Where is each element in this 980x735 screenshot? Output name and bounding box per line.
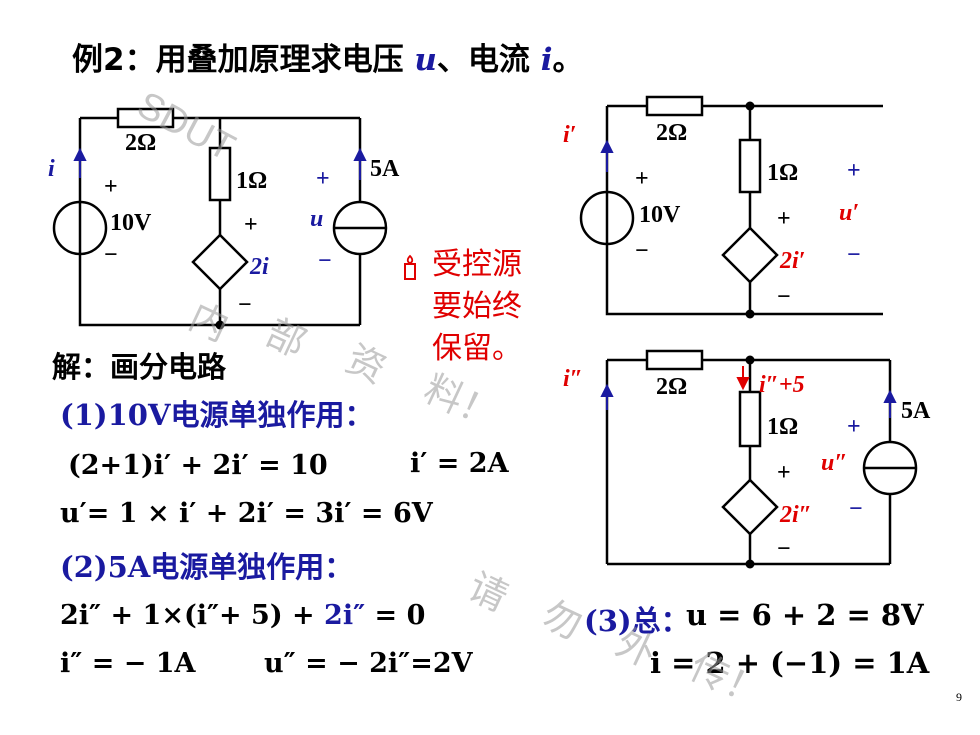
- page-number: 9: [956, 690, 962, 704]
- equation-3: 2i″ + 1×(i″+ 5) + 2i″ = 0: [60, 600, 425, 631]
- c2-dep-label: 2i′: [779, 248, 805, 274]
- watermark-char-4: 料！: [417, 366, 506, 439]
- note-line-1: 受控源: [432, 247, 522, 282]
- c2-r1-label: 1Ω: [767, 160, 798, 186]
- c3-minus-dep: −: [777, 536, 791, 562]
- c3-plus-dep: +: [777, 460, 791, 486]
- step1-title: (1)10V电源单独作用：: [60, 398, 374, 432]
- c3-voltage-label: u″: [821, 450, 848, 476]
- equation-1: (2+1)i′ + 2i′ = 10: [68, 450, 328, 481]
- title-end: 。: [552, 42, 584, 78]
- note-line-3: 保留。: [432, 331, 522, 366]
- c1-vsrc-label: 10V: [110, 210, 152, 236]
- title-var-u: u: [414, 42, 437, 78]
- title-prefix: 例2：用叠加原理求电压: [72, 42, 415, 78]
- c1-voltage-label: u: [310, 206, 323, 232]
- title-mid: 、电流: [436, 42, 541, 78]
- c1-r2-label: 2Ω: [125, 130, 156, 156]
- equation-1-result: i′ = 2A: [410, 448, 509, 479]
- c1-minus-dep: −: [238, 292, 252, 318]
- circuit-5a-alone: 2Ω 1Ω + − 5A i″ i″+5 + u″ − 2i″: [563, 349, 931, 569]
- c1-minus-u: −: [318, 248, 332, 274]
- c2-plus-u: +: [847, 158, 861, 184]
- equation-3-part1: 2i″ + 1×(i″+ 5) +: [60, 600, 325, 631]
- c2-minus-u: −: [847, 242, 861, 268]
- circuit-10v-alone: 2Ω 1Ω + 10V − + − i′ + u′ − 2i′: [563, 95, 883, 319]
- equation-2: u′= 1 × i′ + 2i′ = 3i′ = 6V: [60, 498, 433, 529]
- c2-minus-dep: −: [777, 284, 791, 310]
- equation-4b: u″ = − 2i″=2V: [264, 648, 473, 679]
- c3-r2-label: 2Ω: [656, 374, 687, 400]
- c1-r1-label: 1Ω: [236, 168, 267, 194]
- c2-vsrc-label: 10V: [639, 202, 681, 228]
- c1-minus-v: −: [104, 242, 118, 268]
- circuit-original: 2Ω 1Ω + 10V − + − 5A i + u − 2i: [48, 107, 400, 330]
- watermark-char-5: 请: [461, 564, 515, 621]
- total-i: i = 2 + (−1) = 1A: [650, 646, 930, 680]
- c1-current-label: i: [48, 156, 55, 182]
- c1-isrc-label: 5A: [370, 156, 400, 182]
- c2-current-label: i′: [563, 122, 576, 148]
- equation-3-part3: = 0: [365, 600, 426, 631]
- step2-title: (2)5A电源单独作用：: [60, 550, 354, 584]
- c3-current-label: i″: [563, 366, 583, 392]
- c1-plus-v: +: [104, 174, 118, 200]
- c3-isrc-label: 5A: [901, 398, 931, 424]
- c1-plus-u: +: [316, 166, 330, 192]
- equation-4: i″ = − 1A: [60, 648, 196, 679]
- solution-heading: 解：画分电路: [52, 350, 227, 384]
- c2-voltage-label: u′: [839, 200, 859, 226]
- watermark-char-6: 勿: [535, 592, 589, 649]
- note-line-2: 要始终: [432, 289, 522, 324]
- title-var-i: i: [540, 42, 553, 78]
- c2-plus-v: +: [635, 166, 649, 192]
- c2-minus-v: −: [635, 238, 649, 264]
- c1-plus-dep: +: [244, 212, 258, 238]
- c1-dep-label: 2i: [249, 254, 269, 280]
- page-title: 例2：用叠加原理求电压 u、电流 i。: [72, 34, 584, 79]
- c3-branch-current-label: i″+5: [759, 372, 805, 398]
- c2-r2-label: 2Ω: [656, 120, 687, 146]
- c3-dep-label: 2i″: [779, 502, 812, 528]
- candle-icon: [404, 254, 416, 280]
- total-label: (3)总：: [584, 604, 690, 638]
- c3-r1-label: 1Ω: [767, 414, 798, 440]
- c2-plus-dep: +: [777, 206, 791, 232]
- c3-minus-u: −: [849, 496, 863, 522]
- c3-plus-u: +: [847, 414, 861, 440]
- equation-3-part2: 2i″: [324, 600, 366, 631]
- total-u: u = 6 + 2 = 8V: [686, 598, 924, 632]
